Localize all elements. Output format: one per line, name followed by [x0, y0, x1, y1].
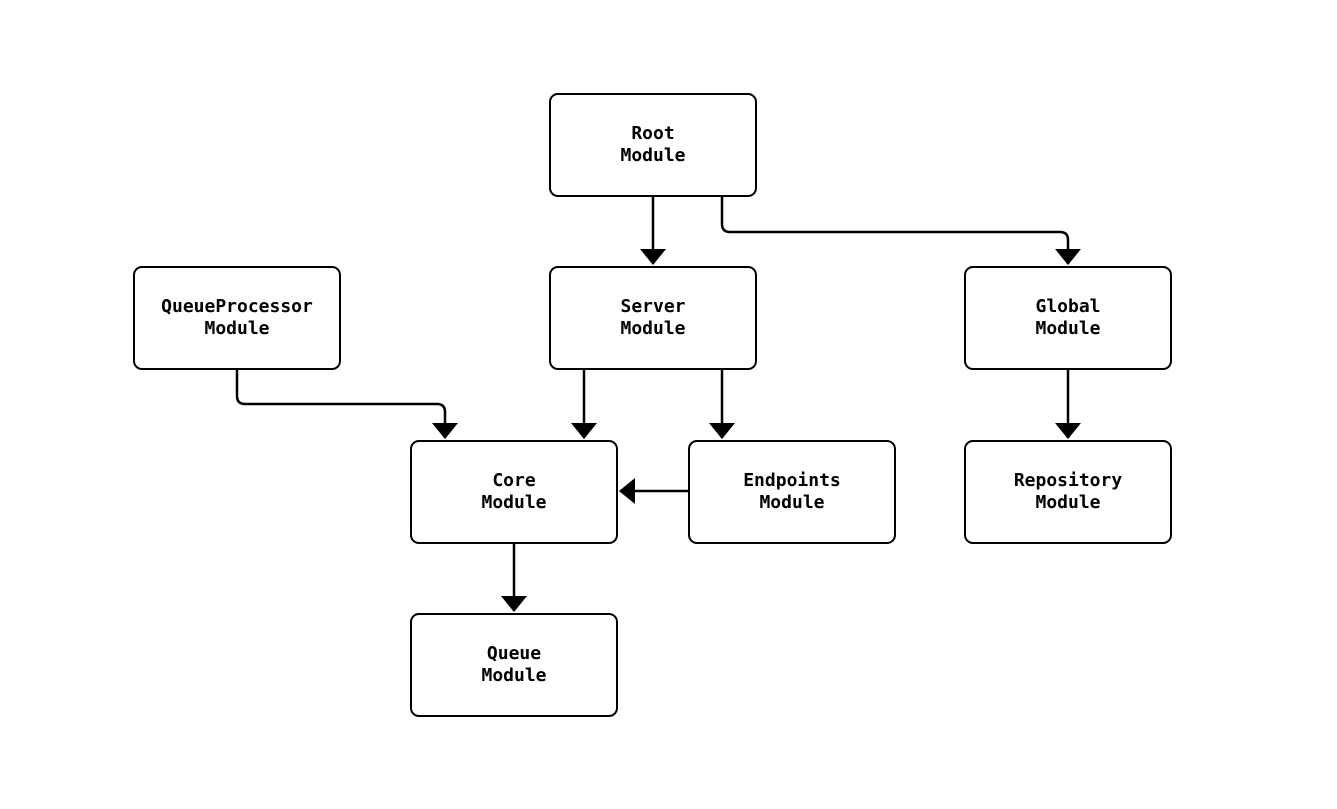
node-queue-module: Queue Module [410, 613, 618, 717]
node-root-module: Root Module [549, 93, 757, 197]
node-endpoints-module: Endpoints Module [688, 440, 896, 544]
node-root-module-label: Root Module [620, 123, 686, 166]
node-server-module-label: Server Module [620, 296, 686, 339]
node-repository-module: Repository Module [964, 440, 1172, 544]
node-global-module: Global Module [964, 266, 1172, 370]
edge-root-to-global [720, 197, 1081, 265]
node-repository-module-label: Repository Module [1013, 470, 1123, 513]
node-queueprocessor-module-label: QueueProcessor Module [161, 296, 313, 339]
edge-queueprocessor-to-core [235, 370, 458, 439]
node-core-module: Core Module [410, 440, 618, 544]
node-global-module-label: Global Module [1035, 296, 1101, 339]
node-server-module: Server Module [549, 266, 757, 370]
node-endpoints-module-label: Endpoints Module [743, 470, 841, 513]
node-queue-module-label: Queue Module [481, 643, 547, 686]
node-queueprocessor-module: QueueProcessor Module [133, 266, 341, 370]
node-core-module-label: Core Module [481, 470, 547, 513]
